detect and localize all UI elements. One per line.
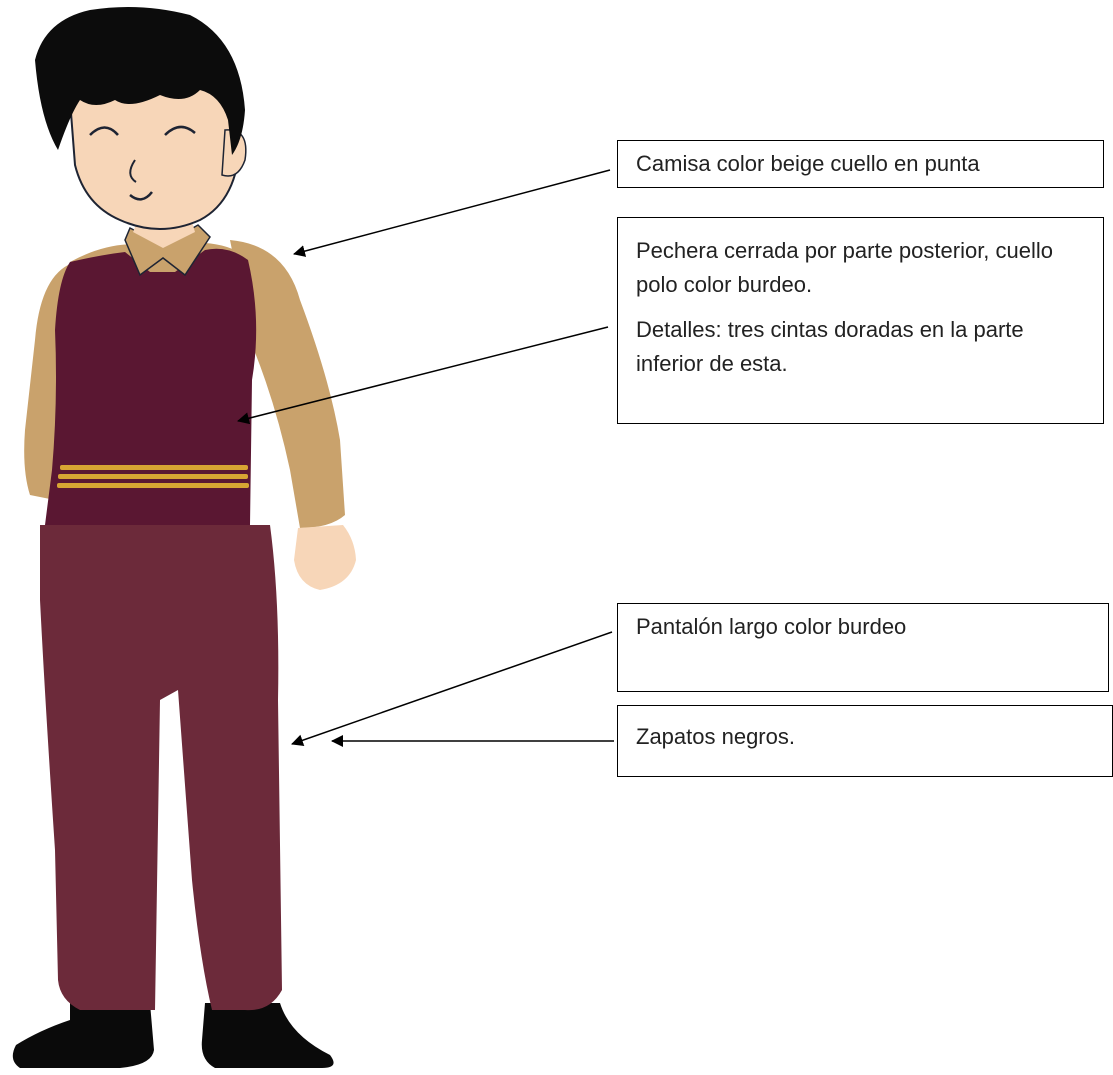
callout-shoes: Zapatos negros.: [617, 705, 1113, 777]
vest: [45, 248, 257, 525]
callout-pants: Pantalón largo color burdeo: [617, 603, 1109, 692]
callout-vest-line1: Pechera cerrada por parte posterior, cue…: [636, 238, 1054, 297]
callout-arrows: [237, 169, 614, 747]
right-sleeve: [230, 240, 345, 528]
mouth: [129, 191, 153, 201]
boy-figure: [12, 6, 356, 1068]
arrow-shirt: [293, 169, 611, 257]
callout-shirt: Camisa color beige cuello en punta: [617, 140, 1104, 188]
callout-vest: Pechera cerrada por parte posterior, cue…: [617, 217, 1104, 424]
callout-pants-text: Pantalón largo color burdeo: [636, 614, 907, 639]
right-shoe: [201, 1003, 334, 1068]
callout-shirt-text: Camisa color beige cuello en punta: [636, 151, 980, 176]
callout-vest-line2: Detalles: tres cintas doradas en la part…: [636, 317, 1024, 376]
hair: [35, 6, 245, 156]
nose: [129, 159, 137, 183]
arrow-vest: [237, 326, 609, 425]
pants: [40, 525, 282, 1011]
arrow-pants: [291, 631, 613, 747]
left-eye: [89, 126, 119, 136]
vest-trim: [57, 465, 249, 488]
right-hand: [294, 525, 356, 590]
left-shoe: [12, 1003, 154, 1068]
right-eye: [164, 125, 196, 136]
callout-shoes-text: Zapatos negros.: [636, 724, 795, 749]
